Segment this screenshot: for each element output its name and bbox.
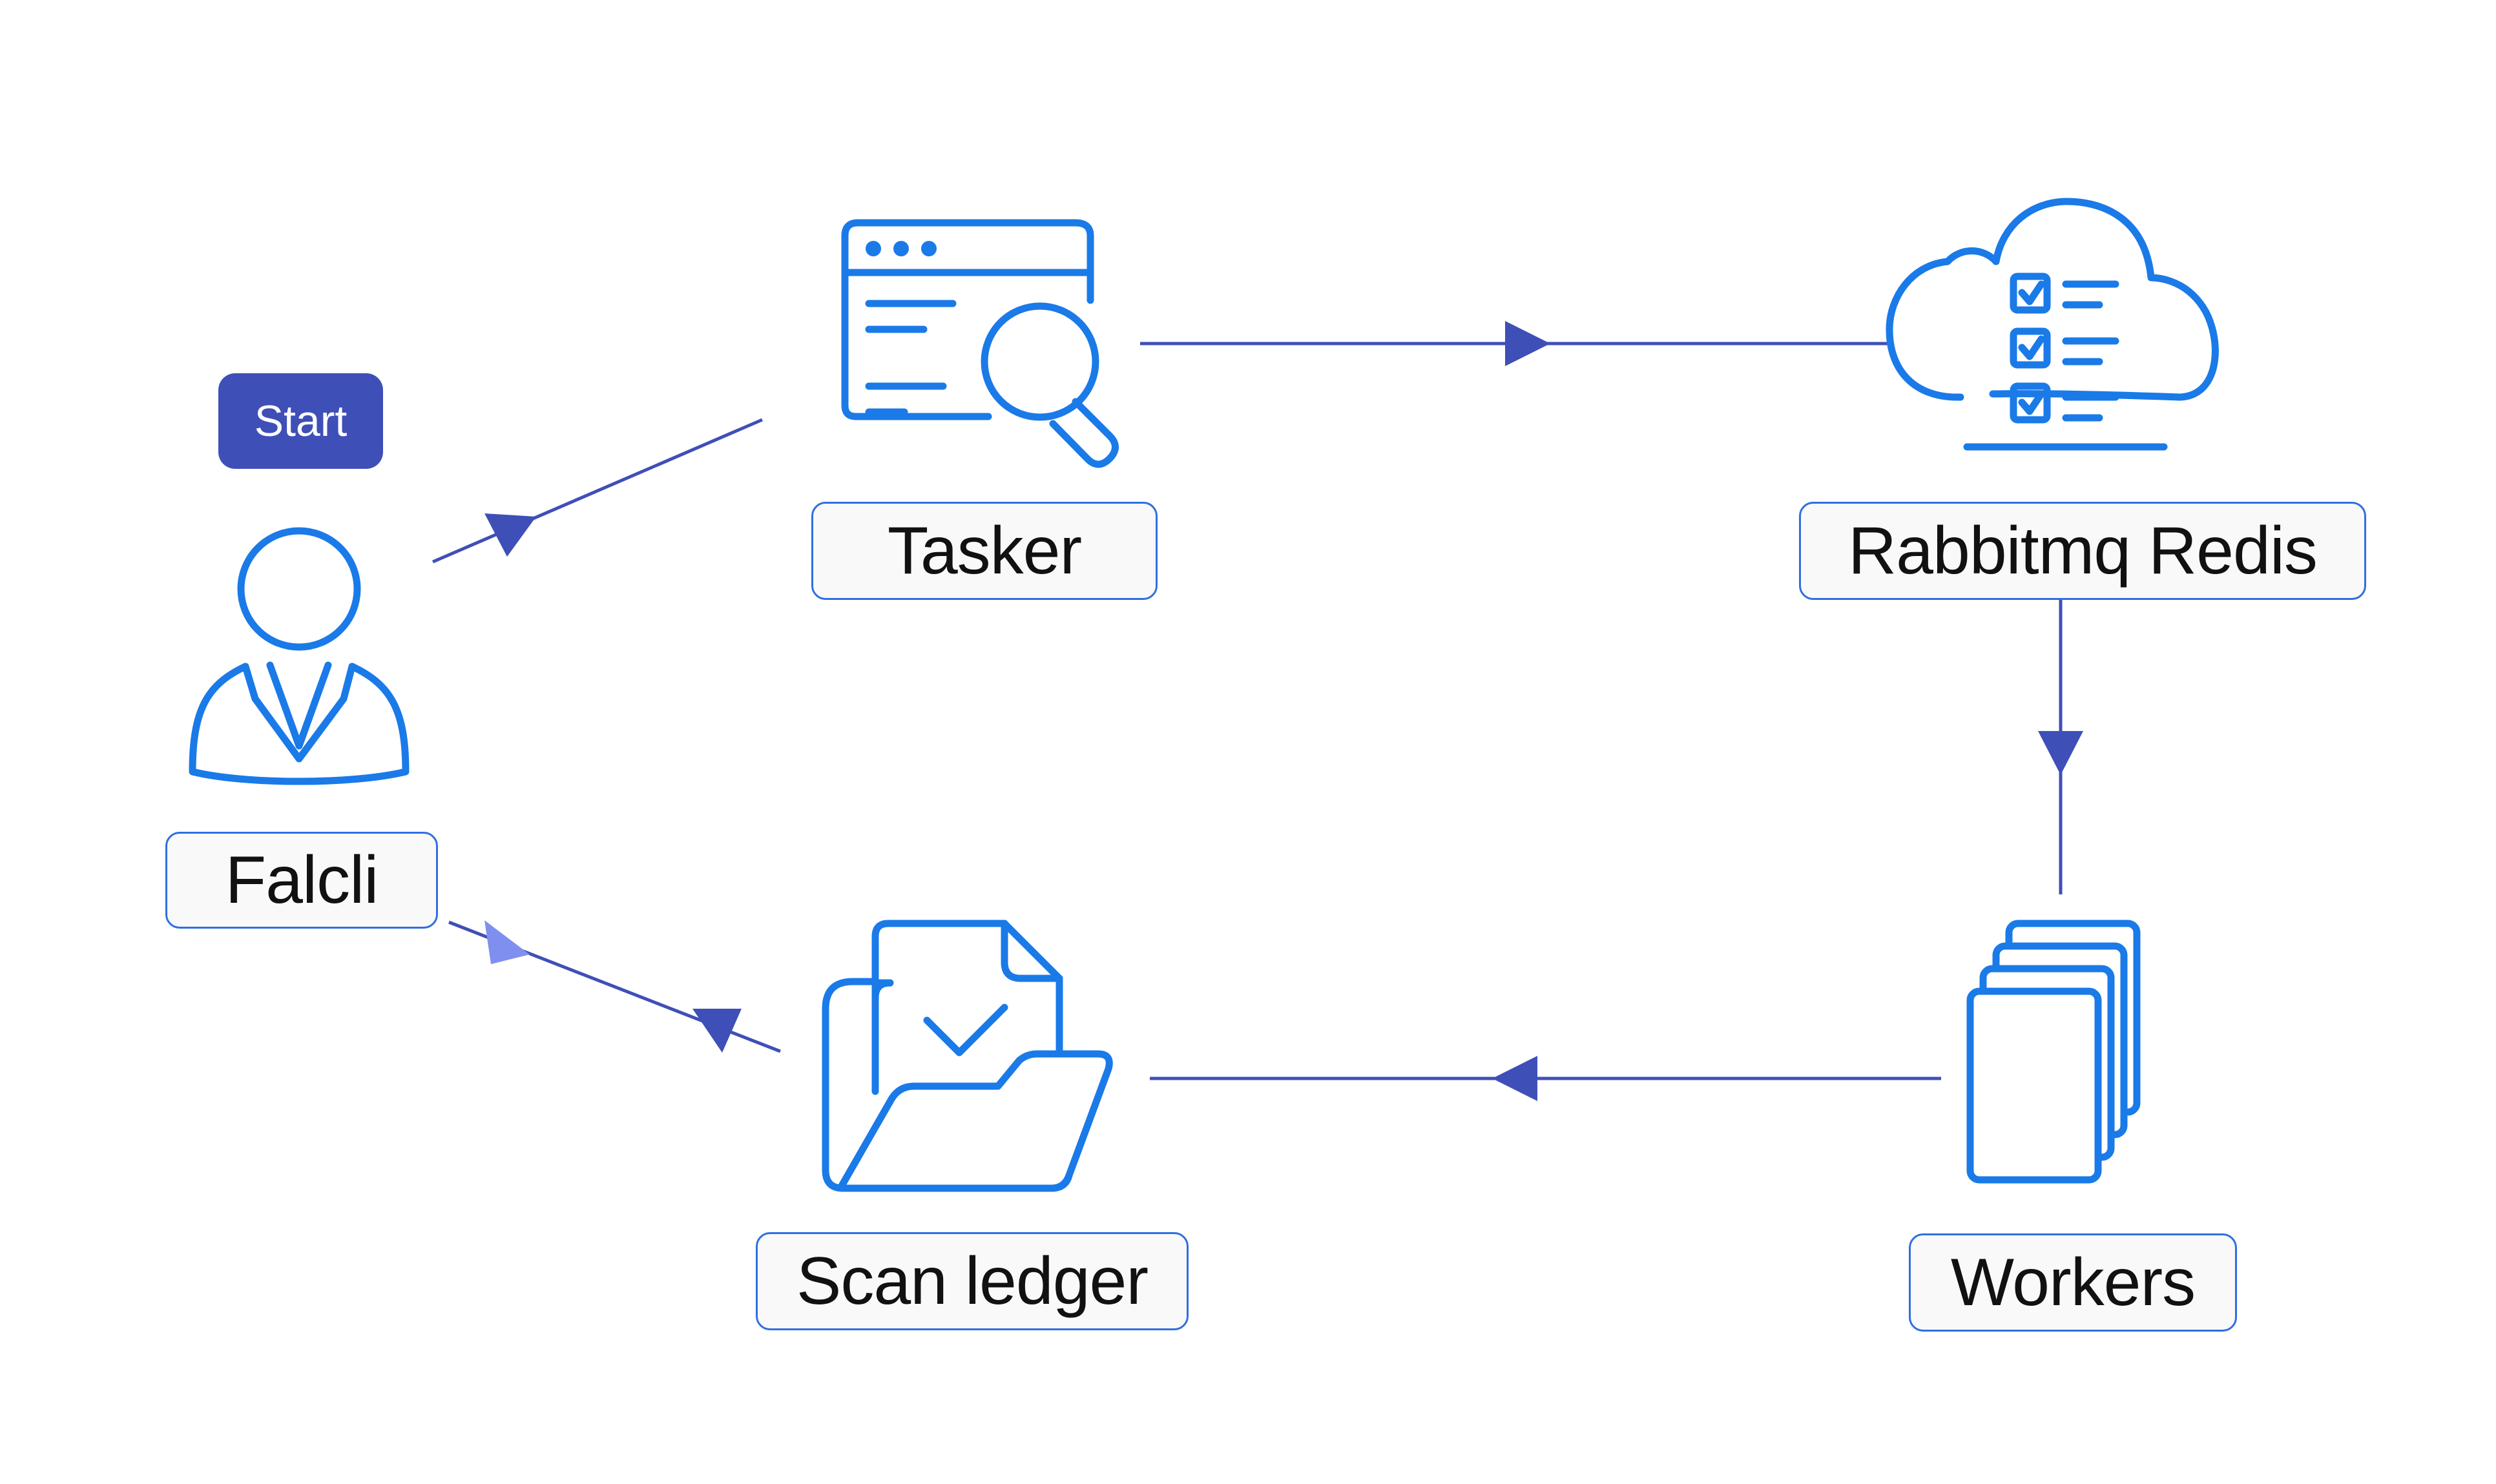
start-badge: Start bbox=[218, 373, 383, 469]
node-ledger-text: Scan ledger bbox=[796, 1243, 1149, 1319]
edge-ledger-to-falcli bbox=[448, 920, 781, 1053]
arrowhead-light bbox=[484, 920, 530, 964]
edge-tasker-to-queue bbox=[1140, 321, 1889, 366]
cloud-checklist-icon bbox=[1886, 198, 2219, 451]
stacked-cards-icon bbox=[1966, 920, 2141, 1184]
edge-queue-to-workers bbox=[2038, 597, 2083, 894]
node-tasker-text: Tasker bbox=[887, 513, 1082, 588]
node-queue-text: Rabbitmq Redis bbox=[1848, 513, 2318, 588]
arrowhead bbox=[692, 1009, 742, 1053]
node-workers-text: Workers bbox=[1950, 1244, 2196, 1320]
browser-search-icon bbox=[841, 219, 1119, 468]
node-label-tasker: Tasker bbox=[811, 502, 1158, 600]
node-label-rabbitmq-redis: Rabbitmq Redis bbox=[1799, 502, 2366, 600]
arrowhead bbox=[1505, 321, 1550, 366]
edge-workers-to-ledger bbox=[1150, 1056, 1941, 1101]
node-label-falcli: Falcli bbox=[165, 832, 438, 929]
arrowhead bbox=[1492, 1056, 1537, 1101]
edge-falcli-to-tasker bbox=[432, 418, 763, 564]
arrowhead bbox=[484, 513, 536, 557]
arrowhead bbox=[2038, 731, 2083, 775]
node-label-scan-ledger: Scan ledger bbox=[756, 1232, 1189, 1330]
user-icon bbox=[189, 527, 410, 785]
start-label: Start bbox=[254, 397, 348, 446]
node-label-workers: Workers bbox=[1909, 1233, 2237, 1332]
folder-document-check-icon bbox=[822, 920, 1113, 1192]
node-falcli-text: Falcli bbox=[225, 842, 379, 918]
